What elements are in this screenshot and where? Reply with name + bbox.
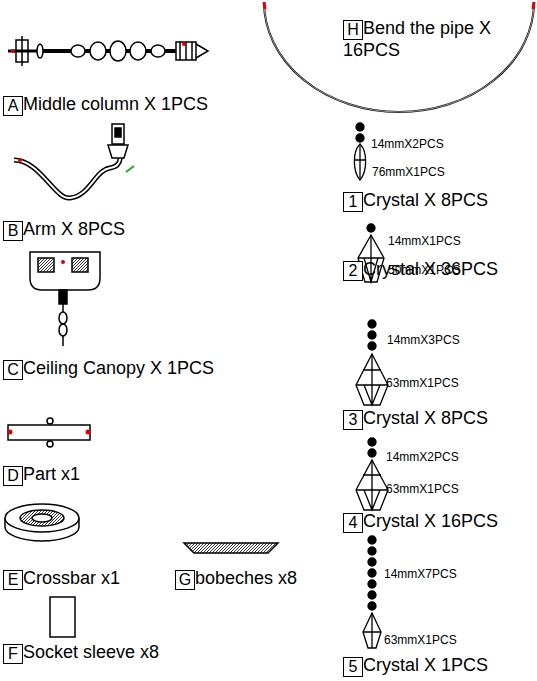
part-label: 76mmX1PCS [372, 165, 445, 179]
part-letter: D [7, 468, 19, 484]
part-label: 63mmX1PCS [386, 482, 459, 496]
letter-box: 3 [343, 410, 363, 430]
part-label: Crystal X 36PCS [363, 259, 498, 281]
bobeche [184, 543, 278, 553]
part-letter: G [179, 572, 191, 588]
part-label: Middle column X 1PCS [23, 94, 208, 116]
part-letter: C [7, 362, 19, 378]
letter-box: C [3, 360, 23, 380]
part-label: 14mmX3PCS [387, 333, 460, 347]
letter-box: 1 [343, 192, 363, 212]
part-label: Bend the pipe X 16PCS [343, 18, 533, 61]
part-d [8, 418, 91, 447]
ceiling-canopy [30, 252, 100, 346]
part-letter: 3 [349, 412, 358, 428]
part-label: 63mmX1PCS [384, 633, 457, 647]
arm [14, 124, 134, 198]
part-label: 14mmX7PCS [384, 567, 457, 581]
part-label: Crystal X 8PCS [363, 408, 488, 430]
socket-sleeve [50, 597, 75, 637]
part-label: Crystal X 16PCS [363, 511, 498, 533]
part-letter: E [8, 572, 19, 588]
bent-pipe [264, 2, 534, 112]
part-letter: 5 [349, 659, 358, 675]
middle-column [8, 36, 208, 66]
part-label: Crystal X 1PCS [363, 655, 488, 677]
part-letter: 1 [349, 194, 358, 210]
crossbar [5, 504, 79, 541]
part-label: 14mmX1PCS [388, 234, 461, 248]
letter-box: A [3, 96, 23, 116]
letter-box: H [343, 20, 363, 40]
part-letter: 4 [349, 515, 358, 531]
part-letter: H [347, 22, 359, 38]
part-label: Crossbar x1 [23, 568, 120, 590]
letter-box: 4 [343, 513, 363, 533]
part-label: bobeches x8 [195, 568, 297, 590]
part-label: Socket sleeve x8 [23, 642, 159, 664]
letter-box: G [175, 570, 195, 590]
part-letter: A [8, 98, 19, 114]
letter-box: D [3, 466, 23, 486]
letter-box: 5 [343, 657, 363, 677]
part-label: Crystal X 8PCS [363, 190, 488, 212]
part-label: Arm X 8PCS [23, 219, 125, 241]
letter-box: B [3, 221, 23, 241]
part-label: 63mmX1PCS [386, 376, 459, 390]
part-letter: F [8, 646, 18, 662]
letter-box: F [3, 644, 23, 664]
part-label: 14mmX2PCS [371, 137, 444, 151]
part-letter: B [8, 223, 19, 239]
letter-box: E [3, 570, 23, 590]
part-label: 14mmX2PCS [386, 450, 459, 464]
part-letter: 2 [349, 263, 358, 279]
part-label: Ceiling Canopy X 1PCS [23, 358, 214, 380]
letter-box: 2 [343, 261, 363, 281]
part-label: Part x1 [23, 464, 80, 486]
